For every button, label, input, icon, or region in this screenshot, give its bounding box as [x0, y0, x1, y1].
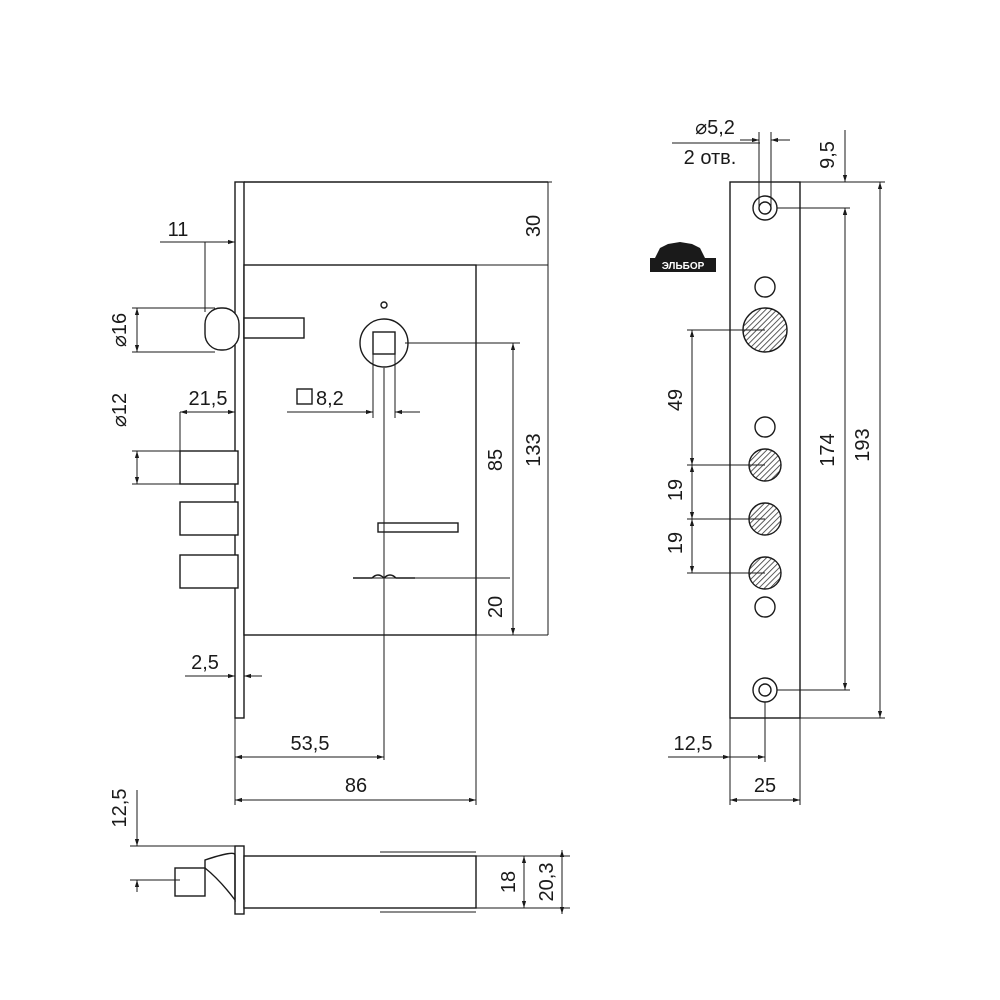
- dim-9-5: 9,5: [817, 141, 839, 169]
- dim-193: 193: [852, 428, 874, 461]
- hole-small-3: [754, 596, 776, 618]
- dim-25: 25: [754, 775, 776, 797]
- slot: [377, 522, 459, 533]
- dim-hole-count: 2 отв.: [684, 147, 737, 169]
- bottom-body: [243, 855, 477, 909]
- faceplate-view: ЭЛЬБОР ⌀5,2 2 отв. 9,5 174 193 49 19 1: [650, 117, 885, 805]
- pin-hole: [380, 301, 388, 309]
- dim-174: 174: [817, 433, 839, 466]
- dim-20: 20: [485, 596, 507, 618]
- square-symbol-icon: [296, 388, 313, 405]
- brand-logo-text: ЭЛЬБОР: [662, 261, 705, 272]
- dim-19b: 19: [665, 532, 687, 554]
- dim-30: 30: [523, 215, 545, 237]
- bottom-view: 12,5 18 20,3: [109, 789, 570, 915]
- front-view: 30 85 133 20 11 ⌀16 ⌀12 21,5 8,2: [109, 181, 552, 805]
- front-faceplate: [234, 181, 245, 719]
- dim-86: 86: [345, 775, 367, 797]
- spindle-square: [372, 331, 396, 355]
- dim-85: 85: [485, 449, 507, 471]
- brand-logo-icon: [655, 242, 705, 258]
- bottom-bolt: [174, 867, 206, 897]
- hole-small-2: [754, 416, 776, 438]
- dim-11: 11: [168, 219, 189, 241]
- dim-2-5: 2,5: [191, 652, 219, 674]
- hole-small-1: [754, 276, 776, 298]
- dim-21-5: 21,5: [189, 388, 228, 410]
- deadbolt-2: [179, 501, 239, 536]
- dim-49: 49: [665, 389, 687, 411]
- dim-53-5: 53,5: [291, 733, 330, 755]
- dim-d12: ⌀12: [109, 393, 131, 427]
- dim-d16: ⌀16: [109, 313, 131, 347]
- dim-12-5-bottom: 12,5: [109, 789, 131, 828]
- dim-12-5-face: 12,5: [674, 733, 713, 755]
- deadbolt-3: [179, 554, 239, 589]
- dim-hole-dia: ⌀5,2: [695, 117, 735, 139]
- dim-sq8-2: 8,2: [316, 388, 344, 410]
- deadbolt-1: [179, 450, 239, 485]
- dim-20-3: 20,3: [536, 863, 558, 902]
- dim-18: 18: [498, 871, 520, 893]
- dim-19a: 19: [665, 479, 687, 501]
- bottom-faceplate: [234, 845, 245, 915]
- bottom-latch: [204, 852, 236, 903]
- latch-bolt: [204, 307, 240, 351]
- dim-133: 133: [523, 433, 545, 466]
- latch-tail: [243, 317, 305, 339]
